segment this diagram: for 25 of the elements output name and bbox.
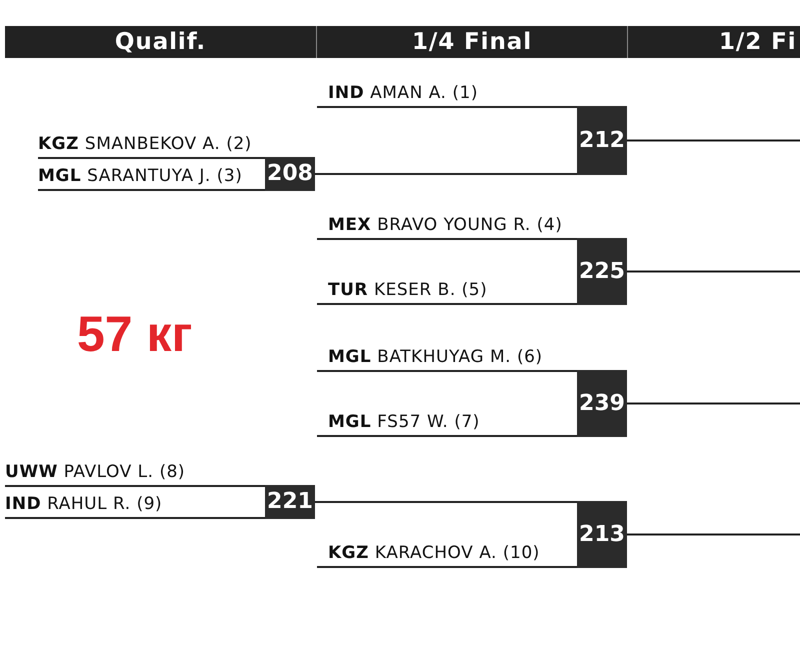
athlete-entry-line: MGL FS57 W. (7)	[317, 409, 577, 437]
athlete-entry-line: MGL BATKHUYAG M. (6)	[317, 344, 577, 372]
column-header: Qualif.	[5, 26, 316, 58]
column-header: 1/2 Fi	[627, 26, 800, 58]
athlete-entry-line: KGZ KARACHOV A. (10)	[317, 540, 577, 568]
bout-number-box: 213	[577, 501, 627, 568]
bracket-line	[627, 270, 800, 272]
athlete-entry-line: KGZ SMANBEKOV A. (2)	[38, 131, 265, 159]
weight-class-label: 57 кг	[77, 309, 192, 359]
athlete-entry-line: IND RAHUL R. (9)	[5, 491, 265, 519]
bracket-line	[627, 534, 800, 536]
bout-number-box: 208	[265, 157, 315, 191]
athlete-entry-line: IND AMAN A. (1)	[317, 80, 577, 108]
athlete-entry-line: TUR KESER B. (5)	[317, 277, 577, 305]
athlete-entry-line: UWW PAVLOV L. (8)	[5, 459, 265, 487]
bracket-line	[627, 140, 800, 142]
bracket-line	[315, 501, 577, 503]
column-header: 1/4 Final	[316, 26, 627, 58]
bracket-line	[315, 173, 577, 175]
bracket-line	[627, 402, 800, 404]
athlete-entry-line: MEX BRAVO YOUNG R. (4)	[317, 212, 577, 240]
bout-number-box: 239	[577, 370, 627, 437]
bout-number-box: 221	[265, 485, 315, 519]
bout-number-box: 225	[577, 238, 627, 305]
bout-number-box: 212	[577, 106, 627, 175]
